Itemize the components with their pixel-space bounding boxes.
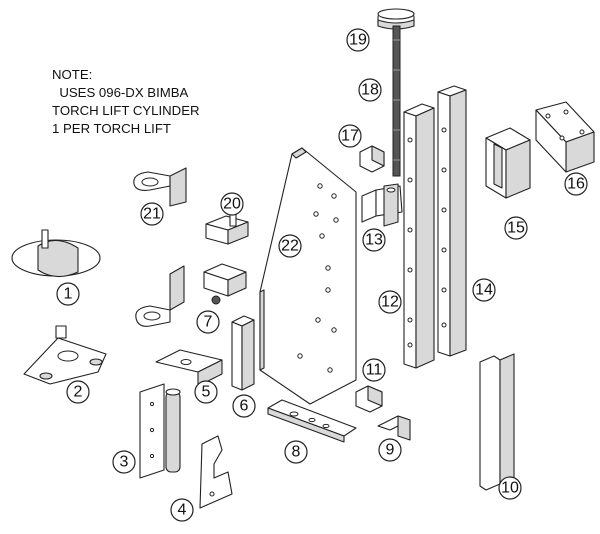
- callout-22: 22: [278, 234, 302, 258]
- callout-17-label: 17: [341, 128, 359, 145]
- part-18-threaded-rod: [392, 25, 401, 177]
- callout-14: 14: [472, 278, 496, 302]
- callout-21: 21: [140, 202, 164, 226]
- part-8-slotted-strip: [267, 399, 357, 443]
- callout-13: 13: [362, 228, 386, 252]
- part-22-large-plate: [259, 147, 357, 405]
- part-11-small-angle: [355, 385, 383, 413]
- callout-7-label: 7: [204, 314, 213, 331]
- callout-15-label: 15: [507, 220, 525, 237]
- callout-6: 6: [232, 394, 256, 418]
- callout-5: 5: [194, 380, 218, 404]
- callout-18: 18: [358, 78, 382, 102]
- part-12-slotted-bar: [403, 103, 435, 369]
- callout-19-label: 19: [349, 32, 367, 49]
- callout-22-label: 22: [281, 238, 299, 255]
- callout-19: 19: [346, 28, 370, 52]
- callout-5-label: 5: [202, 384, 211, 401]
- callout-6-label: 6: [240, 398, 249, 415]
- callout-17: 17: [338, 124, 362, 148]
- part-7-bracket: [203, 263, 247, 305]
- callout-16: 16: [564, 172, 588, 196]
- callout-8-label: 8: [292, 444, 301, 461]
- part-14-long-rail: [437, 85, 467, 357]
- part-16-mounting-plate: [535, 101, 595, 173]
- note-line-2: USES 096-DX BIMBA: [52, 85, 189, 100]
- callout-20-label: 20: [223, 196, 241, 213]
- part-20-pin-block: [205, 211, 249, 245]
- note-line-1: NOTE:: [52, 67, 93, 82]
- callout-3: 3: [112, 450, 136, 474]
- callout-15: 15: [504, 216, 528, 240]
- part-5-angle-plate: [155, 349, 223, 387]
- callout-21-label: 21: [143, 206, 161, 223]
- callout-18-label: 18: [361, 82, 379, 99]
- callout-14-label: 14: [475, 282, 493, 299]
- callout-9: 9: [378, 438, 402, 462]
- callout-1: 1: [56, 282, 80, 306]
- callout-1-label: 1: [64, 286, 73, 303]
- callout-10: 10: [498, 476, 522, 500]
- part-1-clamp-ring: [11, 229, 101, 278]
- callout-2-label: 2: [74, 384, 83, 401]
- callout-16-label: 16: [567, 176, 585, 193]
- part-6-post: [231, 315, 255, 391]
- callout-9-label: 9: [386, 442, 395, 459]
- part-19-knob: [377, 8, 415, 30]
- callout-11: 11: [362, 358, 386, 382]
- callout-8: 8: [284, 440, 308, 464]
- part-9-angle-block: [377, 415, 411, 441]
- callout-12: 12: [378, 290, 402, 314]
- part-21-ring-bracket: [133, 167, 187, 207]
- part-4-flat-plate: [199, 435, 233, 509]
- callout-4: 4: [170, 498, 194, 522]
- note-line-4: 1 PER TORCH LIFT: [52, 121, 171, 136]
- callout-20: 20: [220, 192, 244, 216]
- note-line-3: TORCH LIFT CYLINDER: [52, 103, 200, 118]
- part-3-hinge: [139, 383, 181, 479]
- note-block: NOTE: USES 096-DX BIMBA TORCH LIFT CYLIN…: [52, 66, 200, 138]
- callout-10-label: 10: [501, 480, 519, 497]
- callout-2: 2: [66, 380, 90, 404]
- part-lower-ring-bracket: [135, 265, 185, 327]
- part-17-angle-bracket: [359, 145, 385, 173]
- callout-7: 7: [196, 310, 220, 334]
- part-15-channel-block: [485, 127, 531, 199]
- part-10-channel: [479, 353, 515, 491]
- callout-13-label: 13: [365, 232, 383, 249]
- part-2-base-plate: [23, 325, 107, 385]
- callout-11-label: 11: [366, 362, 383, 379]
- callout-4-label: 4: [178, 502, 187, 519]
- callout-12-label: 12: [381, 294, 399, 311]
- part-13-rod-block: [361, 183, 403, 227]
- callout-3-label: 3: [120, 454, 129, 471]
